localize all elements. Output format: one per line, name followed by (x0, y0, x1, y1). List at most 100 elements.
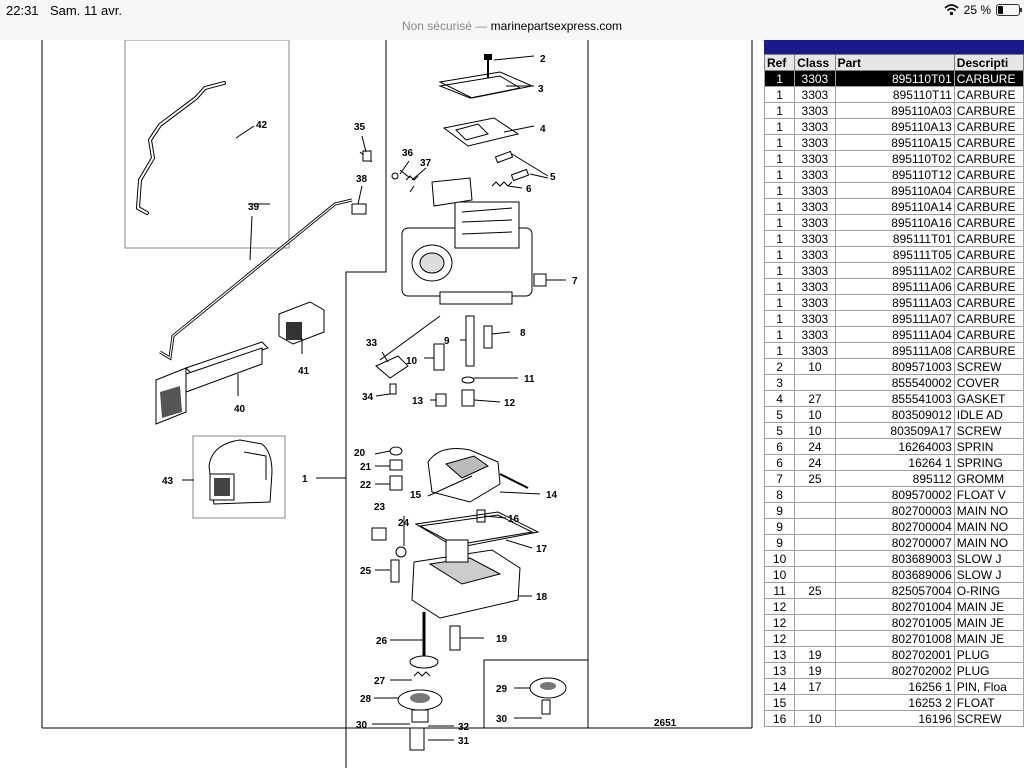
callout-35[interactable]: 35 (354, 122, 366, 133)
callout-36[interactable]: 36 (402, 148, 414, 159)
callout-25[interactable]: 25 (360, 566, 372, 577)
callout-12[interactable]: 12 (504, 398, 516, 409)
callout-4[interactable]: 4 (540, 124, 546, 135)
callout-8[interactable]: 8 (520, 328, 526, 339)
callout-41[interactable]: 41 (298, 366, 310, 377)
cell-ref: 6 (764, 454, 796, 471)
callout-23[interactable]: 23 (374, 502, 386, 513)
callout-21[interactable]: 21 (360, 462, 372, 473)
cell-class (794, 630, 836, 647)
callout-28[interactable]: 28 (360, 694, 372, 705)
callout-6[interactable]: 6 (526, 184, 532, 195)
callout-2[interactable]: 2 (540, 54, 546, 65)
callout-29[interactable]: 29 (496, 684, 508, 695)
callout-32[interactable]: 32 (458, 722, 470, 733)
callout-43[interactable]: 43 (162, 476, 174, 487)
callout-33[interactable]: 33 (366, 338, 378, 349)
cell-description: MAIN NO (953, 534, 1024, 551)
callout-37[interactable]: 37 (420, 158, 432, 169)
callout-24[interactable]: 24 (398, 518, 410, 529)
callout-39[interactable]: 39 (248, 202, 260, 213)
cell-class (794, 550, 836, 567)
callout-1[interactable]: 1 (302, 474, 308, 485)
cell-description: SPRING (953, 454, 1024, 471)
callout-30[interactable]: 30 (356, 720, 368, 731)
callout-17[interactable]: 17 (536, 544, 548, 555)
callout-9[interactable]: 9 (444, 336, 450, 347)
callout-40[interactable]: 40 (234, 404, 246, 415)
col-class[interactable]: Class (794, 54, 836, 71)
address-bar[interactable]: Non sécurisé — marinepartsexpress.com (0, 19, 1024, 33)
callout-38[interactable]: 38 (356, 174, 368, 185)
callout-18[interactable]: 18 (536, 592, 548, 603)
callout-15[interactable]: 15 (410, 490, 422, 501)
callout-14[interactable]: 14 (546, 490, 558, 501)
callout-20[interactable]: 20 (354, 448, 366, 459)
cell-ref: 1 (764, 342, 796, 359)
callout-3[interactable]: 3 (538, 84, 544, 95)
callout-10[interactable]: 10 (406, 356, 418, 367)
col-part[interactable]: Part (834, 54, 955, 71)
col-description[interactable]: Descripti (953, 54, 1024, 71)
callout-31[interactable]: 31 (458, 736, 470, 747)
callout-13[interactable]: 13 (412, 396, 424, 407)
callout-11[interactable]: 11 (524, 374, 535, 385)
callout-16[interactable]: 16 (508, 514, 520, 525)
col-ref[interactable]: Ref (764, 54, 796, 71)
callout-42[interactable]: 42 (256, 120, 268, 131)
callout-19[interactable]: 19 (496, 634, 508, 645)
callout-22[interactable]: 22 (360, 480, 372, 491)
callout-26[interactable]: 26 (376, 636, 388, 647)
callout-34[interactable]: 34 (362, 392, 374, 403)
callout-27[interactable]: 27 (374, 676, 386, 687)
cell-description: MAIN NO (953, 502, 1024, 519)
callout-7[interactable]: 7 (572, 276, 578, 287)
callout-5[interactable]: 5 (550, 172, 556, 183)
callout-30[interactable]: 30 (496, 714, 508, 725)
